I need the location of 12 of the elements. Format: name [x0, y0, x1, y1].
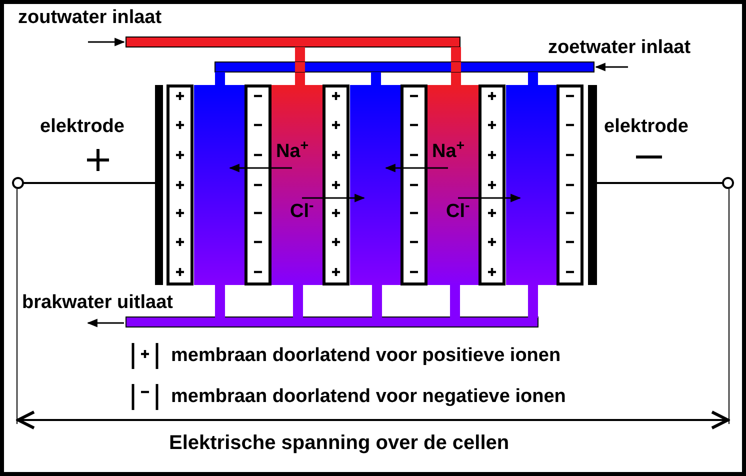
ion-label: Cl$^{-}$ [290, 200, 314, 224]
electrode-label: elektrode [604, 115, 688, 139]
caption: Elektrische spanning over de cellen [169, 431, 510, 456]
electrode-label: elektrode [40, 115, 124, 139]
legend-text: membraan doorlatend voor negatieve ionen [171, 385, 566, 409]
ion-label: Cl$^{-}$ [446, 200, 470, 224]
inlet-label: zoetwater inlaat [548, 36, 691, 60]
ion-label: Na$^{+}$ [432, 140, 465, 164]
inlet-label: zoutwater inlaat [18, 6, 162, 30]
legend-text: membraan doorlatend voor positieve ionen [171, 344, 561, 368]
ion-label: Na$^{+}$ [276, 140, 309, 164]
outlet-label: brakwater uitlaat [22, 291, 173, 315]
